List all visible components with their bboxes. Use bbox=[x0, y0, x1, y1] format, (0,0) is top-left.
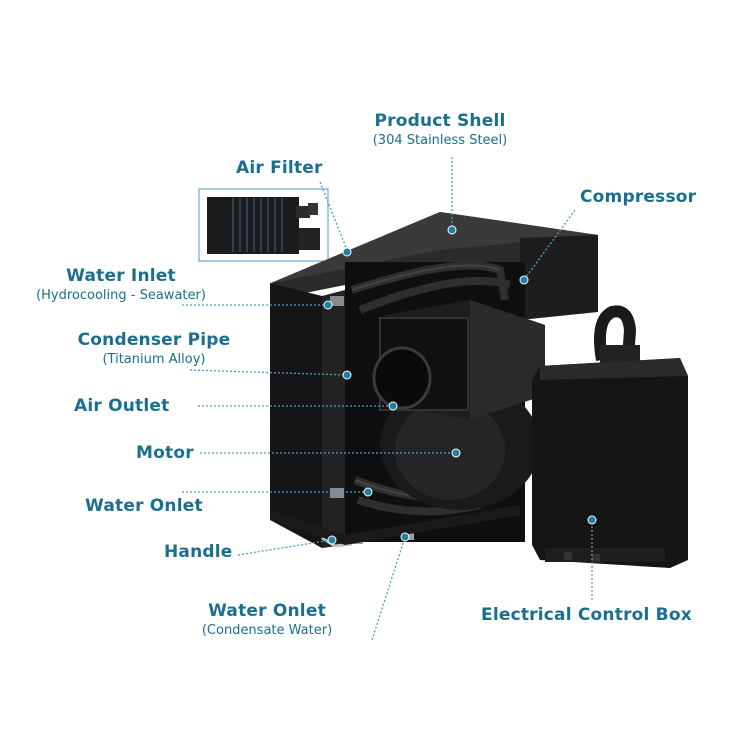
label-handle: Handle bbox=[164, 544, 233, 561]
label-condenser-pipe: Condenser Pipe (Titanium Alloy) bbox=[68, 330, 240, 367]
label-water-onlet-condensate-sub: (Condensate Water) bbox=[201, 623, 333, 638]
label-air-filter: Air Filter bbox=[236, 160, 323, 177]
leader-dots bbox=[323, 225, 597, 545]
label-motor-title: Motor bbox=[136, 443, 194, 463]
label-air-outlet: Air Outlet bbox=[74, 398, 169, 415]
control-box-illustration bbox=[532, 345, 688, 568]
label-water-onlet-title: Water Onlet bbox=[85, 496, 203, 516]
unit-body bbox=[270, 212, 598, 548]
label-product-shell-title: Product Shell bbox=[374, 111, 506, 131]
label-air-filter-title: Air Filter bbox=[236, 158, 323, 178]
label-water-inlet-title: Water Inlet bbox=[66, 266, 176, 286]
label-product-shell: Product Shell (304 Stainless Steel) bbox=[345, 111, 535, 148]
label-handle-title: Handle bbox=[164, 542, 233, 562]
label-water-inlet-sub: (Hydrocooling - Seawater) bbox=[36, 288, 206, 303]
label-electrical-control-box-title: Electrical Control Box bbox=[481, 605, 692, 625]
label-water-onlet-condensate: Water Onlet (Condensate Water) bbox=[178, 601, 356, 638]
label-water-onlet-condensate-title: Water Onlet bbox=[208, 601, 326, 621]
label-water-onlet: Water Onlet bbox=[85, 498, 203, 515]
label-electrical-control-box: Electrical Control Box bbox=[481, 607, 692, 624]
label-condenser-pipe-title: Condenser Pipe bbox=[77, 330, 231, 350]
label-water-inlet: Water Inlet (Hydrocooling - Seawater) bbox=[14, 266, 228, 303]
label-air-outlet-title: Air Outlet bbox=[74, 396, 170, 416]
label-condenser-pipe-sub: (Titanium Alloy) bbox=[102, 352, 206, 367]
label-compressor: Compressor bbox=[580, 189, 696, 206]
leader-lines bbox=[182, 157, 593, 641]
label-product-shell-sub: (304 Stainless Steel) bbox=[372, 133, 508, 148]
air-filter-inset bbox=[198, 188, 329, 262]
label-compressor-title: Compressor bbox=[580, 187, 697, 207]
label-motor: Motor bbox=[136, 445, 194, 462]
